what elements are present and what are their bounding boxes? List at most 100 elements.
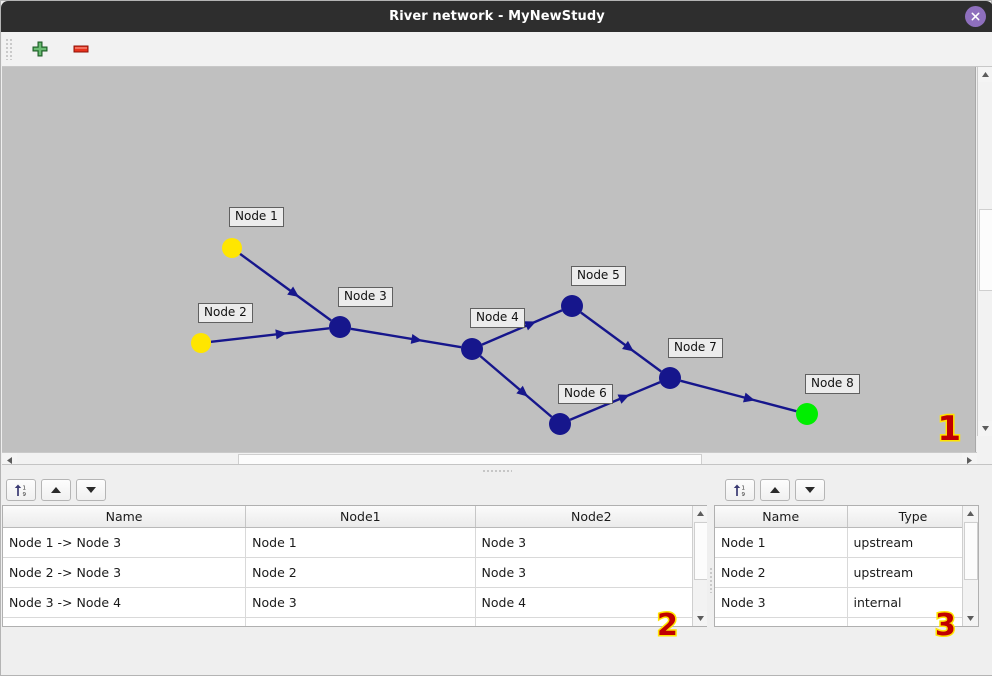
network-edge[interactable] bbox=[580, 311, 662, 373]
reaches-move-down-button[interactable] bbox=[76, 479, 106, 501]
network-node-label-node-8[interactable]: Node 8 bbox=[805, 374, 860, 394]
reaches-table-cell[interactable]: Node 3 -> Node 4 bbox=[3, 587, 247, 618]
network-edge[interactable] bbox=[680, 379, 797, 413]
reaches-toolbar: 1 9 bbox=[2, 475, 111, 505]
network-node-node-2[interactable] bbox=[191, 333, 211, 353]
network-node-label-node-7[interactable]: Node 7 bbox=[668, 338, 723, 358]
splitter-grip bbox=[482, 468, 512, 472]
graph-scroll-up-button[interactable] bbox=[978, 67, 992, 82]
network-graph-canvas[interactable]: Node 1 Node 2 Node 3 Node 4 Node 5 Node 6 Node… bbox=[2, 67, 976, 452]
nodes-table-cell[interactable]: upstream bbox=[847, 527, 978, 558]
nodes-move-down-button[interactable] bbox=[795, 479, 825, 501]
network-node-node-7[interactable] bbox=[659, 367, 681, 389]
nodes-table-cell[interactable]: upstream bbox=[847, 557, 978, 588]
graph-vertical-scroll-thumb[interactable] bbox=[979, 209, 992, 291]
title-bar: River network - MyNewStudy bbox=[1, 1, 992, 32]
network-node-node-5[interactable] bbox=[561, 295, 583, 317]
reaches-table-cell[interactable]: Node 1 -> Node 3 bbox=[3, 527, 247, 558]
nodes-table-cell[interactable]: Node 4 bbox=[715, 617, 848, 626]
network-node-label-node-5[interactable]: Node 5 bbox=[571, 266, 626, 286]
network-node-label-node-2[interactable]: Node 2 bbox=[198, 303, 253, 323]
reaches-table-cell[interactable]: Node 1 bbox=[245, 527, 476, 558]
window-title: River network - MyNewStudy bbox=[389, 9, 605, 24]
reaches-table-cell[interactable]: Node 3 bbox=[475, 557, 708, 588]
network-node-node-3[interactable] bbox=[329, 316, 351, 338]
nodes-table-cell[interactable]: Node 2 bbox=[715, 557, 848, 588]
reaches-scroll-down-button[interactable] bbox=[693, 611, 708, 626]
network-edge-arrow bbox=[617, 394, 630, 404]
reaches-column-header[interactable]: Name bbox=[3, 506, 247, 528]
network-node-node-8[interactable] bbox=[796, 403, 818, 425]
annotation-marker-3: 3 bbox=[934, 608, 958, 643]
network-edge[interactable] bbox=[239, 252, 332, 322]
network-edge[interactable] bbox=[350, 327, 462, 349]
network-edge[interactable] bbox=[569, 381, 661, 421]
reaches-column-header[interactable]: Node1 bbox=[245, 506, 476, 528]
reaches-table-vertical-scrollbar[interactable] bbox=[692, 506, 708, 626]
network-node-label-node-6[interactable]: Node 6 bbox=[558, 384, 613, 404]
nodes-table-cell[interactable]: Node 1 bbox=[715, 527, 848, 558]
nodes-column-header[interactable]: Name bbox=[715, 506, 848, 528]
nodes-sort-button[interactable]: 1 9 bbox=[725, 479, 755, 501]
arrow-up-icon bbox=[770, 487, 780, 493]
vertical-pane-splitter[interactable] bbox=[707, 505, 714, 655]
nodes-table-cell[interactable]: Node 3 bbox=[715, 587, 848, 618]
graph-vertical-scrollbar[interactable] bbox=[977, 67, 992, 436]
nodes-column-header[interactable]: Type bbox=[847, 506, 978, 528]
add-node-button[interactable] bbox=[27, 36, 53, 62]
reaches-vertical-scroll-thumb[interactable] bbox=[694, 522, 708, 580]
chevron-up-icon bbox=[967, 511, 974, 516]
nodes-table-cell[interactable]: internal bbox=[847, 617, 978, 626]
network-node-label-node-3[interactable]: Node 3 bbox=[338, 287, 393, 307]
reaches-table-cell[interactable]: Node 4 -> Node 5 bbox=[3, 617, 247, 626]
reaches-move-up-button[interactable] bbox=[41, 479, 71, 501]
graph-scroll-down-button[interactable] bbox=[978, 421, 992, 436]
horizontal-splitter[interactable] bbox=[2, 464, 992, 475]
nodes-scroll-down-button[interactable] bbox=[963, 611, 978, 626]
reaches-table-cell[interactable]: Node 3 bbox=[245, 587, 476, 618]
network-node-node-1[interactable] bbox=[222, 238, 242, 258]
network-node-label-node-1[interactable]: Node 1 bbox=[229, 207, 284, 227]
nodes-table-row[interactable]: Node 4internal bbox=[715, 617, 978, 626]
reaches-column-header[interactable]: Node2 bbox=[475, 506, 708, 528]
nodes-move-up-button[interactable] bbox=[760, 479, 790, 501]
remove-node-button[interactable] bbox=[68, 36, 94, 62]
network-node-label-node-4[interactable]: Node 4 bbox=[470, 308, 525, 328]
arrow-down-icon bbox=[86, 487, 96, 493]
network-edge-arrow bbox=[275, 329, 287, 340]
reaches-table-cell[interactable]: Node 2 -> Node 3 bbox=[3, 557, 247, 588]
nodes-scroll-up-button[interactable] bbox=[963, 506, 978, 521]
reaches-sort-button[interactable]: 1 9 bbox=[6, 479, 36, 501]
reaches-table-cell[interactable]: Node 2 bbox=[245, 557, 476, 588]
network-node-node-4[interactable] bbox=[461, 338, 483, 360]
nodes-table-vertical-scrollbar[interactable] bbox=[962, 506, 978, 626]
toolbar-drag-handle[interactable] bbox=[5, 38, 13, 60]
nodes-table-cell[interactable]: internal bbox=[847, 587, 978, 618]
chevron-down-icon bbox=[967, 616, 974, 621]
nodes-vertical-scroll-thumb[interactable] bbox=[964, 522, 978, 580]
network-edge[interactable] bbox=[210, 327, 330, 344]
network-graph-panel: Node 1 Node 2 Node 3 Node 4 Node 5 Node 6 Node… bbox=[2, 67, 992, 468]
network-edge-arrow bbox=[743, 392, 755, 403]
reaches-scroll-up-button[interactable] bbox=[693, 506, 708, 521]
network-edge[interactable] bbox=[479, 355, 553, 418]
network-node-node-6[interactable] bbox=[549, 413, 571, 435]
close-icon bbox=[971, 12, 980, 21]
reaches-table-cell[interactable]: Node 4 bbox=[475, 587, 708, 618]
reaches-table-cell[interactable]: Node 4 bbox=[245, 617, 476, 626]
close-window-button[interactable] bbox=[965, 6, 986, 27]
reaches-table-cell[interactable]: Node 3 bbox=[475, 527, 708, 558]
